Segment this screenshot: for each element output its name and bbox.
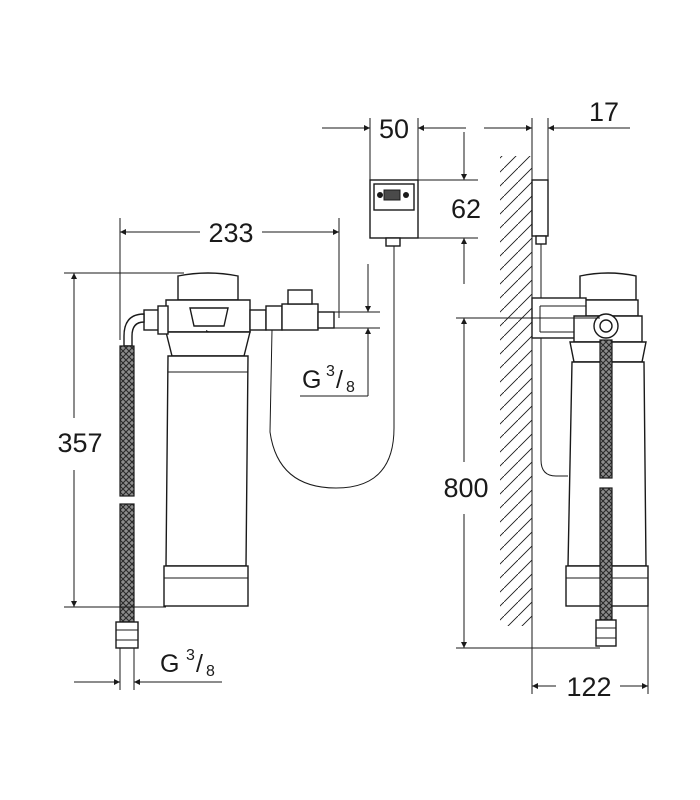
filter-side-view <box>531 272 649 607</box>
dim-depth: 122 <box>566 672 611 702</box>
inlet-hose-lower <box>119 503 135 623</box>
filter-cartridge <box>165 355 249 567</box>
svg-text:G: G <box>160 650 179 678</box>
sensor-cable <box>269 238 395 489</box>
dim-filter-span: 233 <box>208 218 253 248</box>
svg-text:8: 8 <box>346 379 355 396</box>
wall-hatch <box>500 156 532 626</box>
dim-filter-height: 357 <box>57 428 102 458</box>
inlet-hose-upper <box>119 345 135 497</box>
svg-text:/: / <box>196 650 203 678</box>
side-hose-nut <box>595 619 617 647</box>
svg-text:G: G <box>302 366 321 394</box>
svg-text:/: / <box>336 366 343 394</box>
svg-text:3: 3 <box>326 363 335 380</box>
side-cable <box>540 244 568 477</box>
inlet-hose-nut <box>115 621 139 649</box>
flowmeter-valve <box>265 289 335 331</box>
thread-label-outlet: G 3 / 8 <box>302 363 355 396</box>
inlet-elbow <box>123 313 145 347</box>
svg-text:8: 8 <box>206 663 215 680</box>
thread-label-inlet: G 3 / 8 <box>160 647 215 680</box>
svg-text:3: 3 <box>186 647 195 664</box>
display-icon <box>383 189 401 201</box>
dim-control-width: 50 <box>379 114 409 144</box>
filter-bottom-band <box>163 565 249 607</box>
filter-assembly <box>123 272 267 607</box>
control-unit-side <box>531 179 549 237</box>
side-hose-lower <box>599 487 613 621</box>
filter-head-cap <box>177 272 239 301</box>
outlet-fitting <box>249 309 267 331</box>
filter-neck <box>165 331 251 357</box>
dim-mount-height: 800 <box>443 473 488 503</box>
dim-control-height: 62 <box>451 194 481 224</box>
valve-body <box>281 303 319 331</box>
side-hose-upper <box>599 339 613 479</box>
dim-wall-offset: 17 <box>589 97 619 127</box>
control-unit <box>369 179 419 247</box>
